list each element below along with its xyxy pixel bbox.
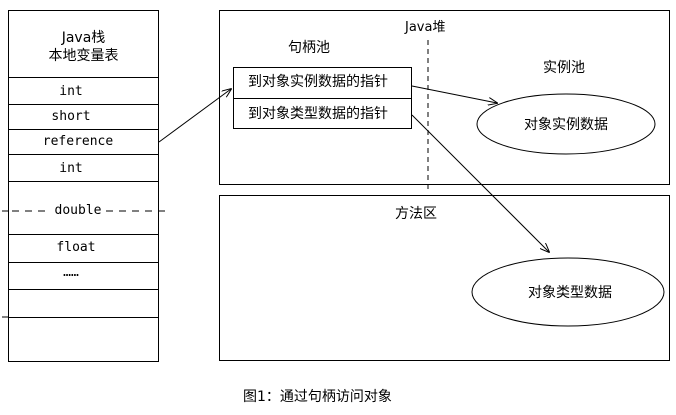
type-pointer-arrow [411, 114, 549, 252]
row-divider [8, 181, 159, 182]
instance-pointer-arrow [411, 85, 497, 103]
handle-pool-divider [233, 98, 412, 99]
row-divider [8, 129, 159, 130]
figure-caption: 图1：通过句柄访问对象 [243, 389, 392, 405]
row-divider [8, 289, 159, 290]
java-stack [8, 10, 159, 362]
row-divider [8, 317, 159, 318]
instance-data-pointer: 到对象实例数据的指针 [248, 74, 388, 90]
type-data-pointer: 到对象类型数据的指针 [248, 106, 388, 122]
row-divider [8, 234, 159, 235]
java-stack-title: Java栈 [61, 30, 106, 46]
slot-int: int [59, 161, 83, 176]
slot-float: float [56, 240, 96, 255]
row-divider [8, 262, 159, 263]
instance-pool-label: 实例池 [543, 60, 585, 76]
method-area-label: 方法区 [395, 206, 437, 222]
slot-short: short [51, 109, 91, 124]
handle-pool-label: 句柄池 [288, 40, 330, 56]
row-divider [8, 77, 159, 78]
type-data-ellipse [471, 257, 665, 327]
local-variable-table-title: 本地变量表 [48, 48, 119, 64]
instance-data-ellipse [476, 93, 656, 155]
slot-double: double [54, 203, 102, 218]
slot-reference: reference [42, 134, 114, 149]
reference-arrow [158, 89, 231, 143]
row-divider [8, 104, 159, 105]
slot-int: int [59, 84, 83, 99]
row-divider [8, 154, 159, 155]
type-data-label: 对象类型数据 [528, 285, 612, 301]
slot-ellipsis: …… [63, 265, 79, 280]
instance-data-label: 对象实例数据 [524, 117, 608, 133]
java-heap-label: Java堆 [405, 20, 446, 35]
